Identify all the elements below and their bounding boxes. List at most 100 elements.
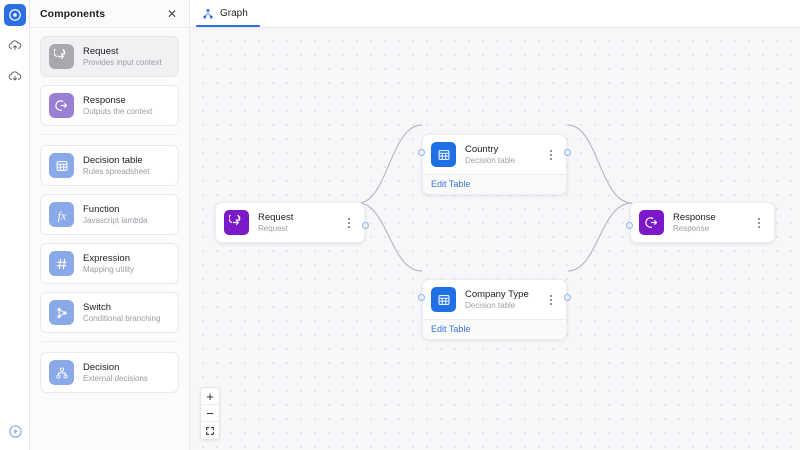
node-handle-country-in[interactable] — [418, 149, 425, 156]
component-text: Request Provides input context — [83, 46, 162, 67]
node-text: Company Type Decision table — [465, 289, 537, 310]
rail-item-cloud-download-icon[interactable] — [4, 66, 26, 88]
components-list: Request Provides input context Response … — [30, 28, 189, 411]
component-desc: External decisions — [83, 374, 148, 383]
graph-icon — [203, 8, 213, 19]
tab-graph[interactable]: Graph — [194, 0, 262, 27]
node-handle-response-in[interactable] — [626, 222, 633, 229]
icon-rail — [0, 0, 30, 450]
component-item-decision-table[interactable]: Decision table Rules spreadsheet — [40, 145, 179, 186]
table-icon — [49, 153, 74, 178]
table-icon — [431, 142, 456, 167]
component-name: Switch — [83, 302, 111, 313]
component-item-response[interactable]: Response Outputs the context — [40, 85, 179, 126]
node-subtitle: Request — [258, 224, 288, 233]
edge-company-type-to-response — [567, 202, 633, 272]
node-subtitle: Decision table — [465, 156, 516, 165]
editor-main: Graph Request — [190, 0, 800, 450]
cloud-download-icon — [8, 71, 21, 81]
response-icon — [639, 210, 664, 235]
request-icon — [49, 44, 74, 69]
component-item-request[interactable]: Request Provides input context — [40, 36, 179, 77]
node-subtitle: Decision table — [465, 301, 516, 310]
node-header: Response Response — [631, 203, 774, 242]
expression-icon — [49, 251, 74, 276]
node-title: Country — [465, 144, 499, 155]
component-text: Expression Mapping utility — [83, 253, 134, 274]
edge-request-to-company-type — [357, 202, 423, 272]
component-item-switch[interactable]: Switch Conditional branching — [40, 292, 179, 333]
components-panel-header: Components ✕ — [30, 0, 189, 28]
component-desc: Conditional branching — [83, 314, 161, 323]
node-title: Response — [673, 212, 716, 223]
zoom-in-button[interactable]: + — [201, 388, 219, 405]
component-text: Response Outputs the context — [83, 95, 152, 116]
component-name: Request — [83, 46, 119, 57]
component-item-decision[interactable]: Decision External decisions — [40, 352, 179, 393]
fit-view-button[interactable] — [201, 422, 219, 439]
component-desc: Rules spreadsheet — [83, 167, 150, 176]
list-divider — [42, 341, 177, 342]
node-menu-icon[interactable] — [546, 149, 558, 160]
function-icon: fx — [49, 202, 74, 227]
component-text: Switch Conditional branching — [83, 302, 160, 323]
panel-title: Components — [40, 7, 106, 20]
node-handle-request-out[interactable] — [362, 222, 369, 229]
component-desc: Outputs the context — [83, 107, 153, 116]
node-handle-company-type-out[interactable] — [564, 294, 571, 301]
node-menu-icon[interactable] — [754, 217, 766, 228]
switch-icon — [49, 300, 74, 325]
component-item-function[interactable]: fx Function Javascript lambda — [40, 194, 179, 235]
response-icon — [49, 93, 74, 118]
graph-node-country[interactable]: Country Decision table Edit Table — [422, 134, 567, 195]
node-title: Request — [258, 212, 294, 223]
edge-request-to-country — [357, 124, 423, 204]
tab-label: Graph — [220, 8, 248, 19]
graph-node-response[interactable]: Response Response — [630, 202, 775, 243]
component-name: Function — [83, 204, 120, 215]
component-name: Decision — [83, 362, 120, 373]
components-panel: Components ✕ Request Provides input cont… — [30, 0, 190, 450]
node-header: Request Request — [216, 203, 364, 242]
tab-bar: Graph — [190, 0, 800, 28]
rail-item-cloud-upload-icon[interactable] — [4, 35, 26, 57]
target-circle-icon — [8, 9, 21, 21]
rail-item-play-circle-icon[interactable] — [4, 420, 26, 442]
component-desc: Provides input context — [83, 58, 162, 67]
cloud-upload-icon — [8, 40, 21, 50]
request-icon — [224, 210, 249, 235]
node-text: Country Decision table — [465, 144, 537, 165]
edit-table-link[interactable]: Edit Table — [423, 174, 566, 194]
play-circle-icon — [8, 424, 22, 438]
list-divider — [42, 134, 177, 135]
component-name: Expression — [83, 253, 130, 264]
component-name: Decision table — [83, 155, 143, 166]
component-name: Response — [83, 95, 126, 106]
node-header: Country Decision table — [423, 135, 566, 174]
node-subtitle: Response — [673, 224, 710, 233]
graph-canvas[interactable]: Request Request Co — [190, 28, 800, 450]
node-title: Company Type — [465, 289, 529, 300]
fit-view-icon — [206, 426, 214, 435]
node-handle-country-out[interactable] — [564, 149, 571, 156]
table-icon — [431, 287, 456, 312]
close-icon[interactable]: ✕ — [166, 6, 177, 21]
edit-table-link[interactable]: Edit Table — [423, 319, 566, 339]
node-handle-company-type-in[interactable] — [418, 294, 425, 301]
node-header: Company Type Decision table — [423, 280, 566, 319]
graph-node-request[interactable]: Request Request — [215, 202, 365, 243]
node-menu-icon[interactable] — [546, 294, 558, 305]
component-desc: Javascript lambda — [83, 216, 148, 225]
edge-country-to-response — [567, 124, 633, 204]
svg-text:fx: fx — [57, 208, 66, 222]
graph-node-company-type[interactable]: Company Type Decision table Edit Table — [422, 279, 567, 340]
node-text: Response Response — [673, 212, 745, 233]
component-text: Function Javascript lambda — [83, 204, 147, 225]
node-menu-icon[interactable] — [344, 217, 356, 228]
zoom-out-button[interactable]: − — [201, 405, 219, 422]
component-item-expression[interactable]: Expression Mapping utility — [40, 243, 179, 284]
decision-icon — [49, 360, 74, 385]
rail-item-target-circle-icon[interactable] — [3, 4, 26, 26]
component-text: Decision External decisions — [83, 362, 148, 383]
